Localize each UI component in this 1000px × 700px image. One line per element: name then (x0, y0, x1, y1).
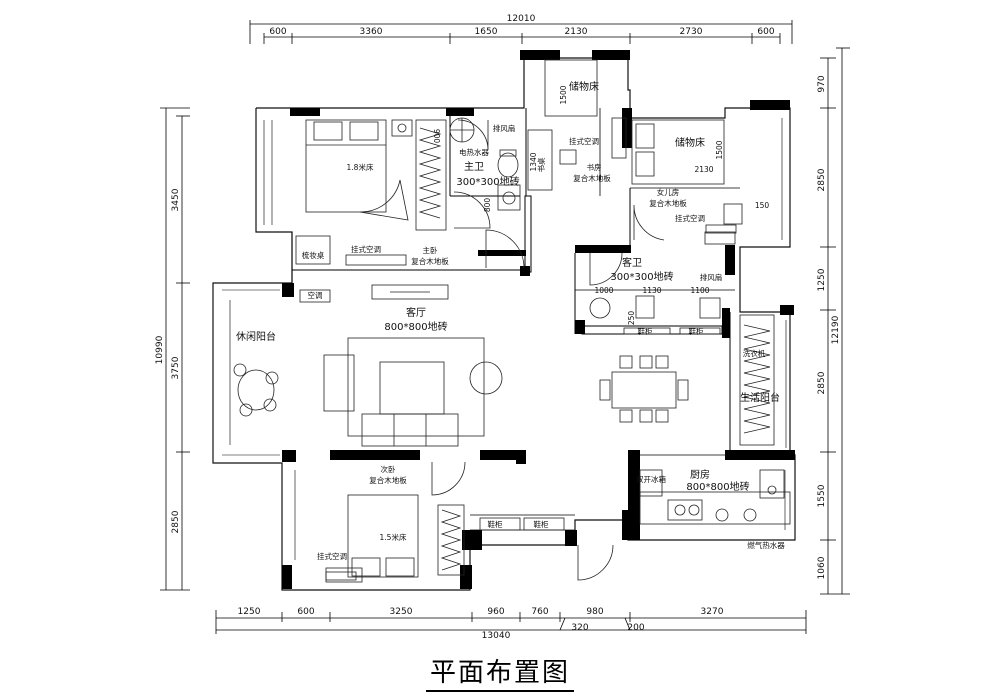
dim-top-0: 600 (269, 27, 286, 37)
drawing-title-text: 平面布置图 (425, 658, 574, 692)
label-shoe-cab-2: 鞋柜 (534, 519, 549, 529)
label-study-floor: 复合木地板 (573, 173, 611, 183)
label-guest-bath-tile: 300*300地砖 (610, 270, 673, 283)
label-living: 客厅 (406, 306, 426, 319)
dim-left-2: 2850 (171, 510, 181, 533)
label-master-bed: 1.8米床 (347, 162, 374, 172)
label-daughter: 女儿房 (657, 187, 680, 197)
label-kitchen-tile: 800*800地砖 (686, 480, 749, 493)
doors (431, 119, 665, 581)
label-d900: 900 (432, 129, 441, 144)
furniture (233, 59, 791, 583)
dim-bottom-0: 1250 (238, 607, 261, 617)
dim-bottom-extra-1: 200 (627, 623, 644, 633)
label-second-bed-size: 1.5米床 (380, 532, 407, 542)
label-desk: 书桌 (536, 157, 546, 172)
label-d1340: 1340 (529, 152, 538, 171)
dim-bottom-total: 13040 (482, 631, 511, 641)
bottom-dimensions: 1250 600 3250 960 760 980 3270 13040 320… (215, 607, 807, 641)
label-master-bedroom: 主卧 (423, 245, 438, 255)
dim-top-3: 2130 (565, 27, 588, 37)
dim-bottom-4: 760 (531, 607, 548, 617)
label-ac-3: 挂式空调 (351, 244, 381, 254)
label-dresser: 梳妆桌 (302, 250, 325, 260)
walls (212, 50, 796, 591)
label-d150: 150 (755, 201, 770, 210)
label-storage-2: 储物床 (675, 136, 705, 149)
label-storage-1: 储物床 (569, 80, 599, 93)
dim-top-total: 12010 (507, 14, 536, 24)
label-washer: 洗衣机 (743, 348, 766, 358)
dim-left-total: 10990 (155, 335, 165, 364)
label-master-floor: 复合木地板 (411, 256, 449, 266)
dim-top-2: 1650 (475, 27, 498, 37)
label-kitchen: 厨房 (690, 468, 710, 481)
label-ac-unit: 空调 (308, 290, 323, 300)
label-second-floor: 复合木地板 (369, 475, 407, 485)
dim-bottom-1: 600 (297, 607, 314, 617)
dim-right-0: 970 (817, 75, 827, 92)
label-exhaust-fan-1: 排风扇 (493, 123, 516, 133)
label-gas-heater: 燃气热水器 (747, 540, 785, 550)
dim-bottom-6: 3270 (701, 607, 724, 617)
dim-bottom-5: 980 (586, 607, 603, 617)
label-life-balcony: 生活阳台 (740, 391, 780, 404)
top-dimensions: 12010 600 3360 1650 2130 2730 600 (249, 14, 793, 44)
label-leisure-balcony: 休闲阳台 (236, 330, 276, 343)
label-d1130: 1130 (642, 286, 661, 295)
dim-top-1: 3360 (360, 27, 383, 37)
label-shoe-cab-3: 鞋柜 (638, 326, 653, 336)
label-ac-4: 挂式空调 (317, 551, 347, 561)
dim-bottom-3: 960 (487, 607, 504, 617)
label-master-bath-tile: 300*300地砖 (456, 175, 519, 188)
drawing-title: 平面布置图 (0, 652, 1000, 692)
label-master-bath: 主卫 (464, 161, 484, 173)
label-fridge: 双开冰箱 (636, 474, 666, 484)
right-dimensions: 970 2850 1250 2850 1550 1060 12190 (817, 47, 850, 595)
label-d1100: 1100 (690, 286, 709, 295)
fixture-labels: 电热水器 排风扇 排风扇 挂式空调 挂式空调 挂式空调 挂式空调 空调 梳妆桌 … (302, 85, 785, 561)
label-d2130: 2130 (694, 165, 713, 174)
label-living-tile: 800*800地砖 (384, 320, 447, 333)
dim-right-total: 12190 (831, 315, 841, 344)
label-ac-2: 挂式空调 (675, 213, 705, 223)
dim-bottom-extra-0: 320 (571, 623, 588, 633)
label-shoe-cab-1: 鞋柜 (488, 519, 503, 529)
label-guest-bath: 客卫 (622, 256, 642, 269)
label-d1500a: 1500 (559, 85, 568, 104)
dim-right-4: 1550 (817, 484, 827, 507)
dim-left-1: 3750 (171, 356, 181, 379)
dim-right-1: 2850 (817, 168, 827, 191)
label-study: 书房 (587, 162, 602, 172)
left-dimensions: 10990 3450 3750 2850 (155, 107, 190, 591)
dim-right-2: 1250 (817, 268, 827, 291)
label-shoe-cab-4: 鞋柜 (689, 326, 704, 336)
label-ac-1: 挂式空调 (569, 136, 599, 146)
dim-top-4: 2730 (680, 27, 703, 37)
dim-top-5: 600 (757, 27, 774, 37)
label-d1500b: 1500 (715, 140, 724, 159)
label-exhaust-fan-2: 排风扇 (700, 272, 723, 282)
dim-right-5: 1060 (817, 556, 827, 579)
dim-bottom-2: 3250 (390, 607, 413, 617)
dim-left-0: 3450 (171, 188, 181, 211)
dim-right-3: 2850 (817, 371, 827, 394)
label-second-bed: 次卧 (381, 464, 396, 474)
label-water-heater: 电热水器 (459, 147, 489, 157)
room-labels: 1.8米床 主卫 300*300地砖 储物床 储物床 书房 复合木地板 女儿房 … (236, 80, 780, 542)
label-d1000: 1000 (594, 286, 613, 295)
label-d800: 800 (483, 198, 492, 213)
label-d250: 250 (627, 311, 636, 326)
label-daughter-floor: 复合木地板 (649, 198, 687, 208)
